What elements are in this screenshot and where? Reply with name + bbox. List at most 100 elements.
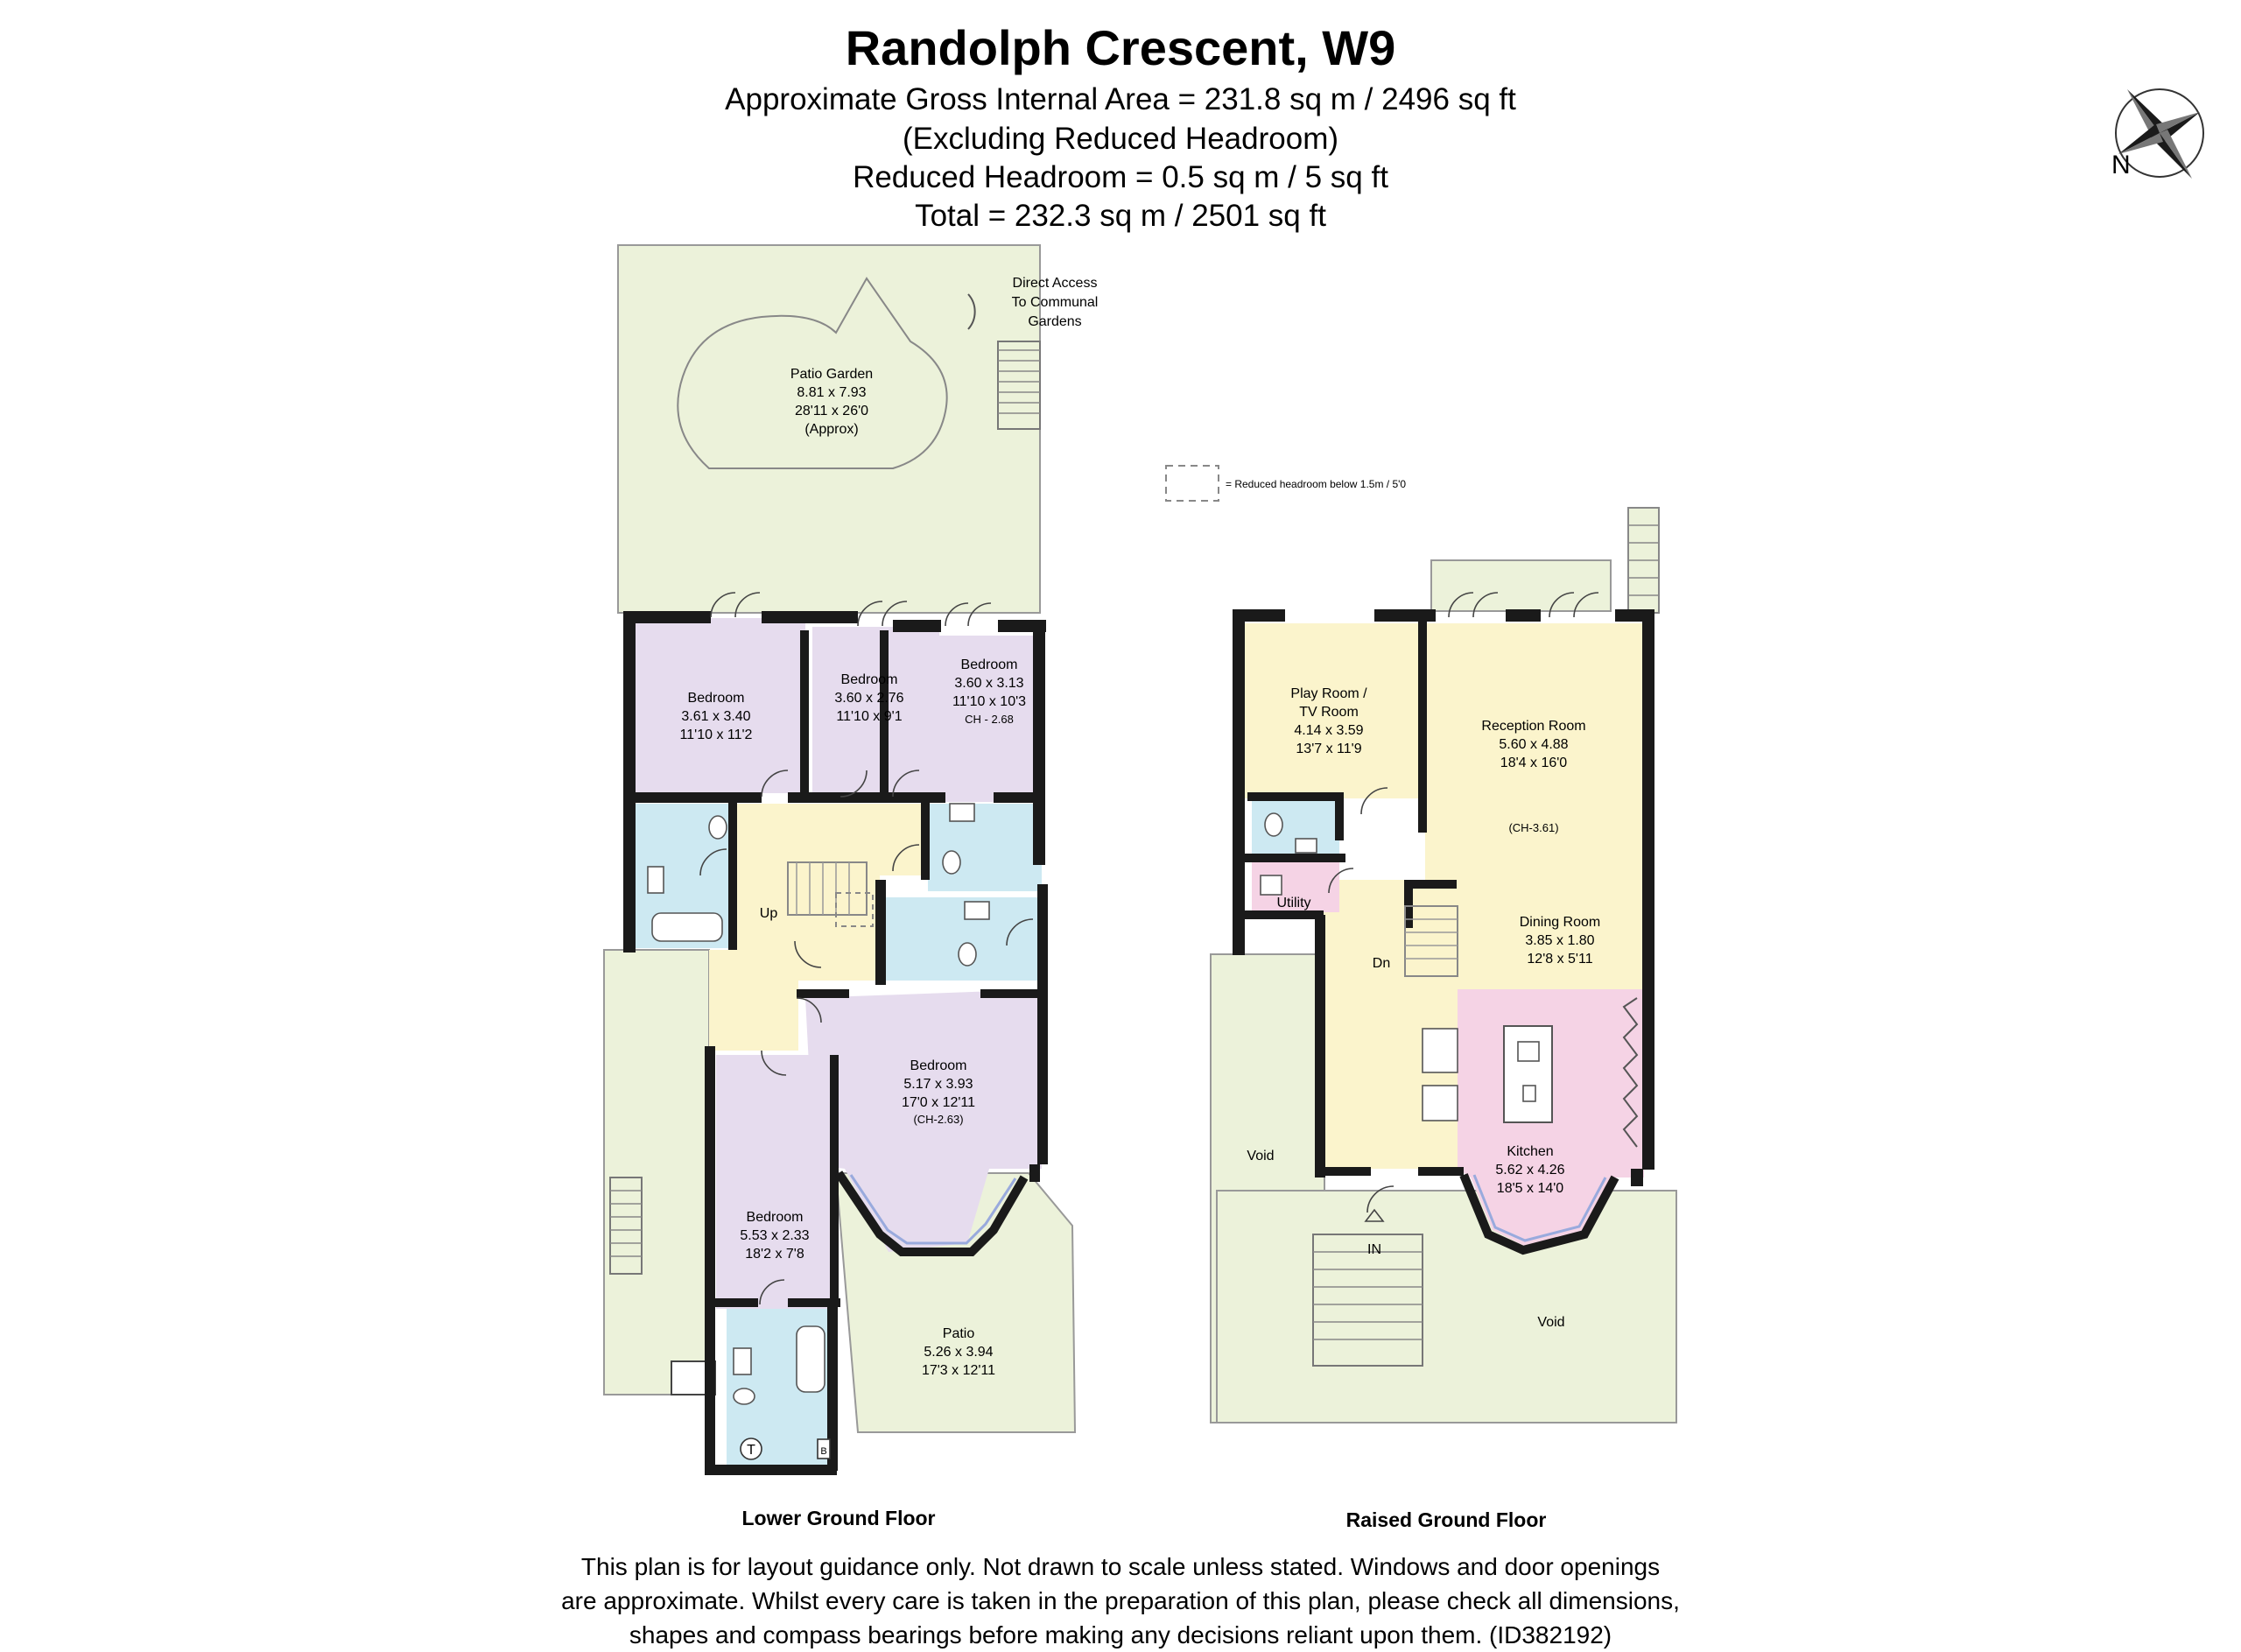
island-sink [1522, 1085, 1536, 1102]
raised-staircase [1404, 905, 1458, 977]
bedroom-2-imperial: 11'10 x 9'1 [836, 709, 902, 724]
excluding-note: (Excluding Reduced Headroom) [902, 122, 1339, 156]
disclaimer-line-1: This plan is for layout guidance only. N… [580, 1553, 1661, 1580]
bedroom-3-metric: 3.60 x 3.13 [954, 676, 1023, 691]
bedroom-3-ceiling: CH - 2.68 [965, 713, 1014, 726]
patio-metric: 5.26 x 3.94 [924, 1345, 993, 1360]
basin-5 [1295, 838, 1317, 854]
bedroom-4-imperial: 17'0 x 12'11 [902, 1095, 975, 1110]
legend-text: = Reduced headroom below 1.5m / 5'0 [1226, 478, 1406, 490]
bedroom-2-name: Bedroom [841, 672, 898, 687]
compass-rose-icon: N [2111, 88, 2204, 179]
raised-walls [1233, 609, 1654, 1186]
play-room-area [1241, 623, 1425, 798]
dining-room-metric: 3.85 x 1.80 [1525, 933, 1594, 948]
wc-3 [708, 815, 727, 840]
kitchen-name: Kitchen [1507, 1144, 1553, 1159]
bedroom-1-metric: 3.61 x 3.40 [681, 709, 750, 724]
total-area-line: Total = 232.3 sq m / 2501 sq ft [915, 199, 1326, 233]
entrance-steps [1312, 1234, 1423, 1367]
basin-1 [949, 803, 975, 822]
gross-area-line: Approximate Gross Internal Area = 231.8 … [725, 82, 1516, 116]
raised-doors [1328, 592, 1599, 1213]
kitchen-island [1503, 1025, 1553, 1123]
void-left-label: Void [1247, 1149, 1274, 1163]
raised-ground-floor: Play Room / TV Room 4.14 x 3.59 13'7 x 1… [1210, 507, 1677, 1531]
wc-1 [942, 850, 961, 875]
access-note-line-3: Gardens [1028, 314, 1081, 329]
hob-icon [1517, 1041, 1540, 1062]
access-note-line-2: To Communal [1012, 295, 1099, 310]
disclaimer-line-3: shapes and compass bearings before makin… [629, 1621, 1612, 1648]
void-bottom-label: Void [1537, 1315, 1564, 1330]
dining-room-name: Dining Room [1520, 915, 1600, 930]
reception-room-name: Reception Room [1481, 719, 1585, 734]
patio-name: Patio [943, 1326, 975, 1341]
patio-imperial: 17'3 x 12'11 [922, 1363, 995, 1378]
svg-text:B: B [820, 1446, 826, 1457]
basin-4 [733, 1347, 752, 1375]
bedroom-4-name: Bedroom [910, 1058, 967, 1073]
bedroom-3-name: Bedroom [961, 657, 1018, 672]
boiler-symbol: B [817, 1438, 831, 1459]
plan-title: Randolph Crescent, W9 [845, 20, 1396, 75]
disclaimer: This plan is for layout guidance only. N… [0, 1550, 2241, 1652]
lower-ground-floor-label: Lower Ground Floor [741, 1507, 935, 1529]
lower-doors [699, 592, 1034, 1305]
bedroom-5-metric: 5.53 x 2.33 [740, 1228, 809, 1243]
compass-north-label: N [2111, 151, 2131, 179]
play-room-name-2: TV Room [1299, 705, 1359, 720]
reduced-headroom-line: Reduced Headroom = 0.5 sq m / 5 sq ft [853, 160, 1388, 194]
reception-room-metric: 5.60 x 4.88 [1499, 737, 1568, 752]
utility-sink [1260, 875, 1282, 896]
reduced-headroom-legend: = Reduced headroom below 1.5m / 5'0 [1165, 465, 1406, 502]
up-stairs-label: Up [760, 906, 778, 921]
bedroom-5-area [716, 1055, 834, 1309]
patio-garden-name: Patio Garden [790, 367, 873, 382]
reception-ceiling-height: (CH-3.61) [1508, 821, 1558, 834]
garden-gate [967, 293, 976, 330]
shower-room-2-area [886, 897, 1042, 981]
kitchen-appliance [1422, 1085, 1458, 1121]
garden-curved-lawn [677, 277, 948, 469]
bedroom-4-ceiling: (CH-2.63) [913, 1113, 963, 1126]
bath-2 [796, 1325, 825, 1393]
bedroom-1-area [630, 618, 805, 793]
bedroom-4-area [805, 989, 1042, 1252]
lower-ground-floor: T B Direct Access To Communal Gardens Pa… [603, 244, 1099, 1529]
bay-window-raised [1459, 1173, 1619, 1255]
play-room-metric: 4.14 x 3.59 [1294, 723, 1363, 738]
wc-4 [733, 1388, 755, 1405]
bedroom-5-imperial: 18'2 x 7'8 [745, 1247, 804, 1262]
bay-window-lower [834, 1170, 1029, 1256]
utility-label: Utility [1276, 896, 1310, 910]
play-room-imperial: 13'7 x 11'9 [1296, 742, 1361, 756]
kitchen-metric: 5.62 x 4.26 [1495, 1163, 1564, 1177]
bedroom-2-metric: 3.60 x 2.76 [834, 691, 903, 706]
lower-staircase [787, 861, 868, 916]
bath-1 [651, 912, 723, 942]
entrance-label: IN [1367, 1242, 1381, 1257]
dining-room-imperial: 12'8 x 5'11 [1527, 952, 1592, 967]
bedroom-1-imperial: 11'10 x 11'2 [680, 728, 753, 742]
front-terrace [1430, 559, 1612, 612]
basin-3 [647, 866, 664, 894]
void-bottom-area [1216, 1190, 1677, 1424]
disclaimer-line-2: are approximate. Whilst every care is ta… [561, 1587, 1680, 1614]
wc-5 [1264, 812, 1283, 837]
entrance-arrow-icon [1364, 1208, 1385, 1222]
bedroom-1-name: Bedroom [688, 691, 745, 706]
wc-2 [958, 942, 977, 967]
lower-walls [623, 611, 1048, 1475]
patio-garden-imperial: 28'11 x 26'0 [795, 404, 868, 418]
bedroom-3-area [886, 636, 1042, 802]
garden-steps [997, 341, 1041, 430]
bedroom-4-metric: 5.17 x 3.93 [903, 1077, 973, 1092]
bedroom-5-name: Bedroom [747, 1210, 804, 1225]
water-tank-symbol: T [740, 1438, 762, 1460]
side-steps [609, 1177, 643, 1275]
kitchen-imperial: 18'5 x 14'0 [1497, 1181, 1563, 1196]
side-passage-area [603, 949, 710, 1395]
access-note-line-1: Direct Access [1013, 276, 1098, 291]
